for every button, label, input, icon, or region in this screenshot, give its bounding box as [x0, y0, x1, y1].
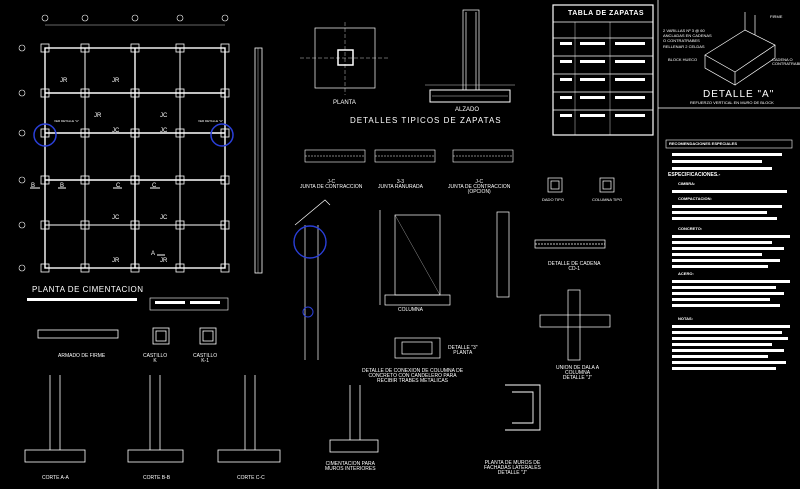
- cut-label-a: A: [151, 251, 156, 257]
- detalle-a-firme: FIRME: [770, 14, 783, 19]
- cortes: [24, 375, 379, 463]
- plan-title: PLANTA DE CIMENTACION: [32, 285, 144, 294]
- castillos: [37, 327, 217, 345]
- detalle-a-subtitle: REFUERZO VERTICAL EN MURO DE BLOCK: [690, 100, 774, 105]
- zapatas-table: [552, 4, 654, 136]
- dado-columna: [547, 177, 615, 193]
- notes-recomendaciones: RECOMENDACIONES ESPECIALES: [669, 141, 738, 146]
- notes-bars: [672, 153, 790, 370]
- joint-details: [304, 149, 514, 163]
- right-panel-frame: [657, 0, 800, 489]
- detalle-a-note: 2 VARILLAS Nº 3 @ 60 ANCLADAS EN CADENAS…: [663, 28, 712, 49]
- footing-alzado-label: ALZADO: [455, 107, 480, 113]
- zone-label-jc-1: JC: [112, 128, 120, 134]
- planta-muros-label: PLANTA DE MUROS DE FACHADAS LATERALES DE…: [484, 460, 541, 476]
- wall-section: [293, 199, 331, 360]
- cut-label-c-right: C: [152, 183, 157, 189]
- detail-callout-left: VER DETALLE "A": [54, 119, 80, 123]
- zone-label-jr-4: JR: [112, 258, 120, 264]
- table-title: TABLA DE ZAPATAS: [568, 10, 645, 17]
- notes-cimbra: CIMBRA:: [678, 181, 696, 186]
- detalle-a-block: BLOCK HUECO: [668, 57, 698, 62]
- cut-label-c-left: C: [116, 183, 121, 189]
- detalle-a-title: DETALLE "A": [703, 89, 775, 100]
- union-detail: [539, 289, 611, 361]
- corte-b-label: CORTE B-B: [143, 475, 171, 481]
- column-detail: [379, 210, 510, 306]
- detalle-a-drawing: [704, 12, 776, 86]
- plan-bottom-bars: [27, 297, 229, 311]
- conexion-detail: [394, 337, 441, 359]
- planta-muros-detail: [505, 384, 541, 431]
- columna-tipo-label: COLUMNA TIPO: [592, 197, 623, 202]
- notes-concreto: CONCRETO:: [678, 226, 703, 231]
- union-label: UNION DE DALA A COLUMNA DETALLE "J": [556, 365, 600, 381]
- footing-alzado: [425, 9, 515, 103]
- footing-planta: [300, 22, 390, 95]
- table-fill-bars: [560, 42, 645, 117]
- conexion-label: DETALLE DE CONEXION DE COLUMNA DE CONCRE…: [362, 368, 464, 384]
- armado-firme-label: ARMADO DE FIRME: [58, 353, 106, 359]
- zone-label-jc-3: JC: [160, 128, 168, 134]
- zone-label-jr-2: JR: [112, 78, 120, 84]
- castillo-k1-label: CASTILLO K-1: [193, 353, 218, 364]
- zone-label-jr-3: JR: [94, 113, 102, 119]
- joint-jc-label: J-C JUNTA DE CONTRACCION: [300, 179, 363, 190]
- notes-notas: NOTAS:: [678, 316, 694, 321]
- cadena-label: DETALLE DE CADENA CD-1: [548, 261, 601, 272]
- corte-a-label: CORTE A-A: [42, 475, 69, 481]
- foundation-plan: [18, 14, 263, 274]
- zone-label-jc-2: JC: [160, 113, 168, 119]
- cut-label-b-right: B: [60, 183, 65, 189]
- notes-compactacion: COMPACTACION:: [678, 196, 712, 201]
- columna-label: COLUMNA: [398, 307, 424, 313]
- joint-jco-label: J-C JUNTA DE CONTRACCION (OPCION): [448, 179, 511, 195]
- cim-muros-label: CIMENTACION PARA MUROS INTERIORES: [325, 461, 376, 472]
- detalle-a-cadena: CADENA O CONTRATRABE: [772, 57, 800, 66]
- detail-callout-right: VER DETALLE "A": [198, 119, 224, 123]
- grid-bubbles-left: [18, 44, 26, 272]
- grid-bubbles-top: [41, 14, 229, 22]
- zone-label-jc-4: JC: [112, 215, 120, 221]
- joint-jr-label: 3-3 JUNTA RANURADA: [378, 179, 423, 190]
- zone-label-jc-5: JC: [160, 215, 168, 221]
- footing-section-title: DETALLES TIPICOS DE ZAPATAS: [350, 116, 502, 125]
- footing-planta-label: PLANTA: [333, 100, 356, 106]
- zone-label-jr-1: JR: [60, 78, 68, 84]
- notes-especificaciones: ESPECIFICACIONES.-: [668, 172, 721, 178]
- cut-label-b-left: B: [31, 183, 36, 189]
- notes-acero: ACERO:: [678, 271, 694, 276]
- detalle3-label: DETALLE "3" PLANTA: [448, 345, 478, 356]
- dado-label: DADO TIPO: [542, 197, 564, 202]
- cadena-detail: [534, 239, 606, 249]
- footings: [40, 43, 230, 273]
- corte-c-label: CORTE C-C: [237, 475, 265, 481]
- castillo-k-label: CASTILLO K: [143, 353, 168, 364]
- zone-label-jr-5: JR: [160, 258, 168, 264]
